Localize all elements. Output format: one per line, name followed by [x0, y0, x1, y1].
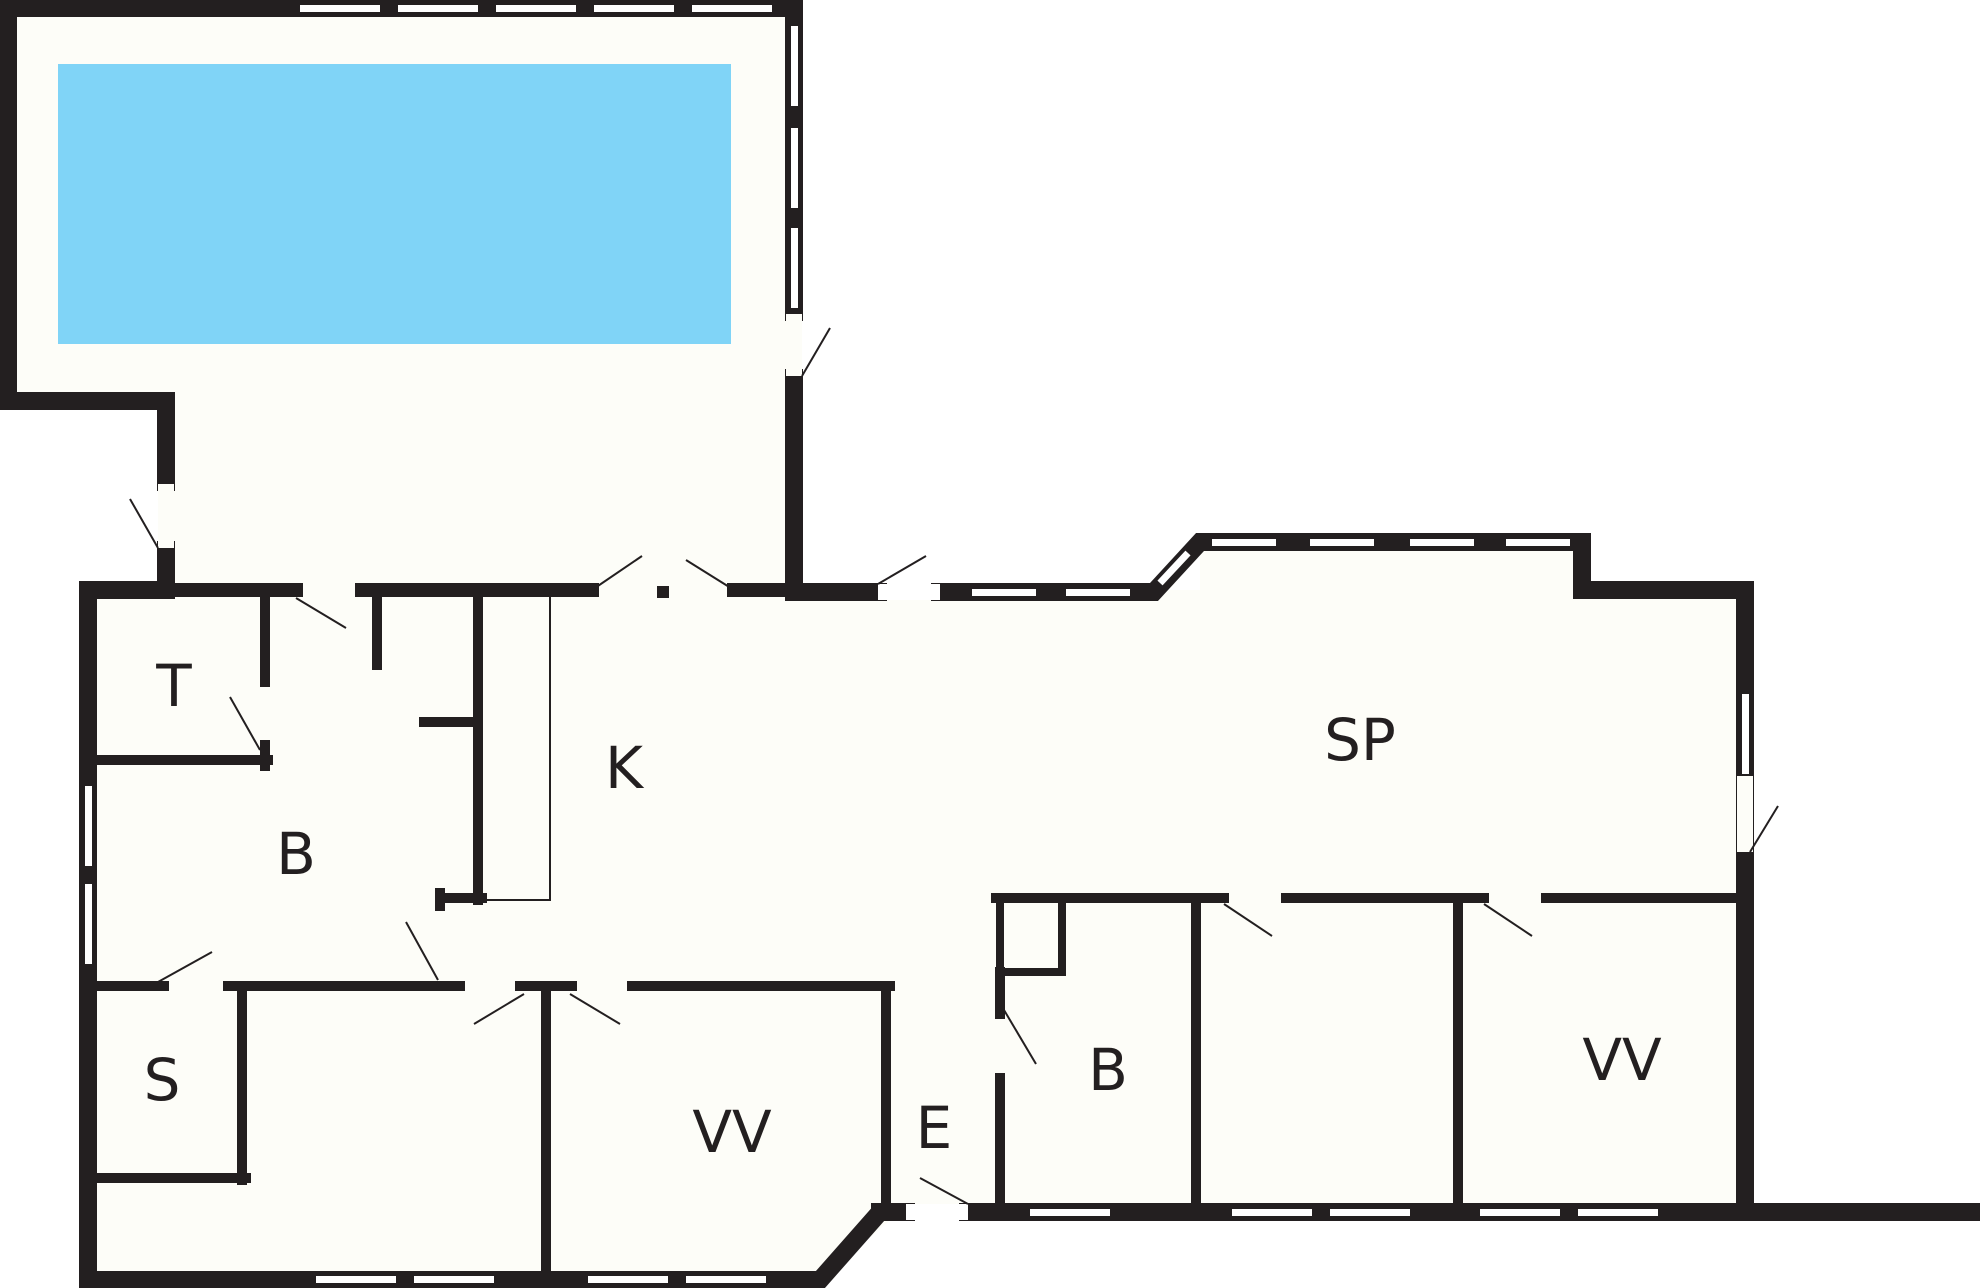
door-swing-storage [157, 951, 213, 983]
window-living-east [1742, 694, 1749, 774]
doors [129, 314, 1779, 1220]
window-pool-north-3 [496, 5, 576, 12]
door-swing-living-east [1749, 805, 1779, 853]
door-opening-living-east [1737, 776, 1753, 852]
room-label-bedroom-1: VV [692, 1098, 772, 1166]
door-swing-north-3 [685, 559, 735, 591]
window-pool-north-4 [594, 5, 674, 12]
door-swing-north-1 [295, 597, 347, 629]
pool-enclosure-wall [0, 0, 803, 491]
window-west-2 [85, 884, 92, 964]
room-label-living-room: SP [1324, 706, 1396, 774]
door-opening-north-4 [878, 584, 940, 600]
window-pool-east-1 [791, 26, 798, 106]
room-label-toilet: T [155, 652, 192, 720]
window-pool-east-2 [791, 128, 798, 208]
kitchen-counter [485, 595, 551, 901]
room-label-kitchen: K [605, 734, 645, 802]
window-diagonal [1157, 550, 1191, 586]
door-opening-pool-west [158, 484, 174, 548]
window-living-north-6 [1506, 539, 1570, 546]
room-label-bath-2: B [1088, 1036, 1128, 1104]
window-east-south-4 [1480, 1209, 1560, 1216]
room-label-storage: S [144, 1046, 181, 1114]
door-swing-north-4 [877, 555, 927, 585]
window-pool-north-5 [692, 5, 772, 12]
windows [85, 5, 1749, 1283]
door-swing-bath [405, 921, 439, 981]
window-east-south-5 [1578, 1209, 1658, 1216]
door-swing-bedroom2 [1483, 903, 1533, 937]
window-pool-north-1 [300, 5, 380, 12]
window-living-north-5 [1410, 539, 1474, 546]
exterior-wall-north-5 [931, 533, 1754, 1221]
door-swing-bedroom1-a [473, 993, 525, 1025]
door-opening-pool [786, 314, 802, 376]
door-swing-toilet [229, 696, 261, 751]
window-south-3 [588, 1276, 668, 1283]
door-swing-bedroom1-b [569, 993, 621, 1025]
window-pool-east-3 [791, 228, 798, 308]
room-labels: T B K SP S VV E B VV [144, 652, 1662, 1166]
window-living-north-3 [1212, 539, 1276, 546]
swimming-pool [58, 64, 731, 344]
room-label-bedroom-2: VV [1582, 1026, 1662, 1094]
room-label-bath-1: B [276, 820, 316, 888]
window-south-4 [686, 1276, 766, 1283]
room-label-entrance: E [916, 1094, 953, 1162]
window-west-1 [85, 786, 92, 866]
door-swing-entrance [919, 1177, 969, 1205]
door-swing-pool-west [129, 498, 159, 549]
door-stop-block [657, 586, 669, 598]
door-swing-pool [801, 327, 831, 377]
door-swing-bath2 [1003, 1009, 1037, 1065]
window-south-1 [316, 1276, 396, 1283]
door-swing-north-2 [591, 555, 643, 591]
window-east-south-1 [1030, 1209, 1110, 1216]
door-swing-room-mid [1223, 903, 1273, 937]
window-east-south-2 [1232, 1209, 1312, 1216]
window-south-2 [414, 1276, 494, 1283]
window-living-north-1 [972, 589, 1036, 596]
house-floor [88, 545, 1738, 1280]
window-east-south-3 [1330, 1209, 1410, 1216]
window-pool-north-2 [398, 5, 478, 12]
window-living-north-4 [1310, 539, 1374, 546]
door-opening-entrance [906, 1204, 968, 1220]
window-living-north-2 [1066, 589, 1130, 596]
